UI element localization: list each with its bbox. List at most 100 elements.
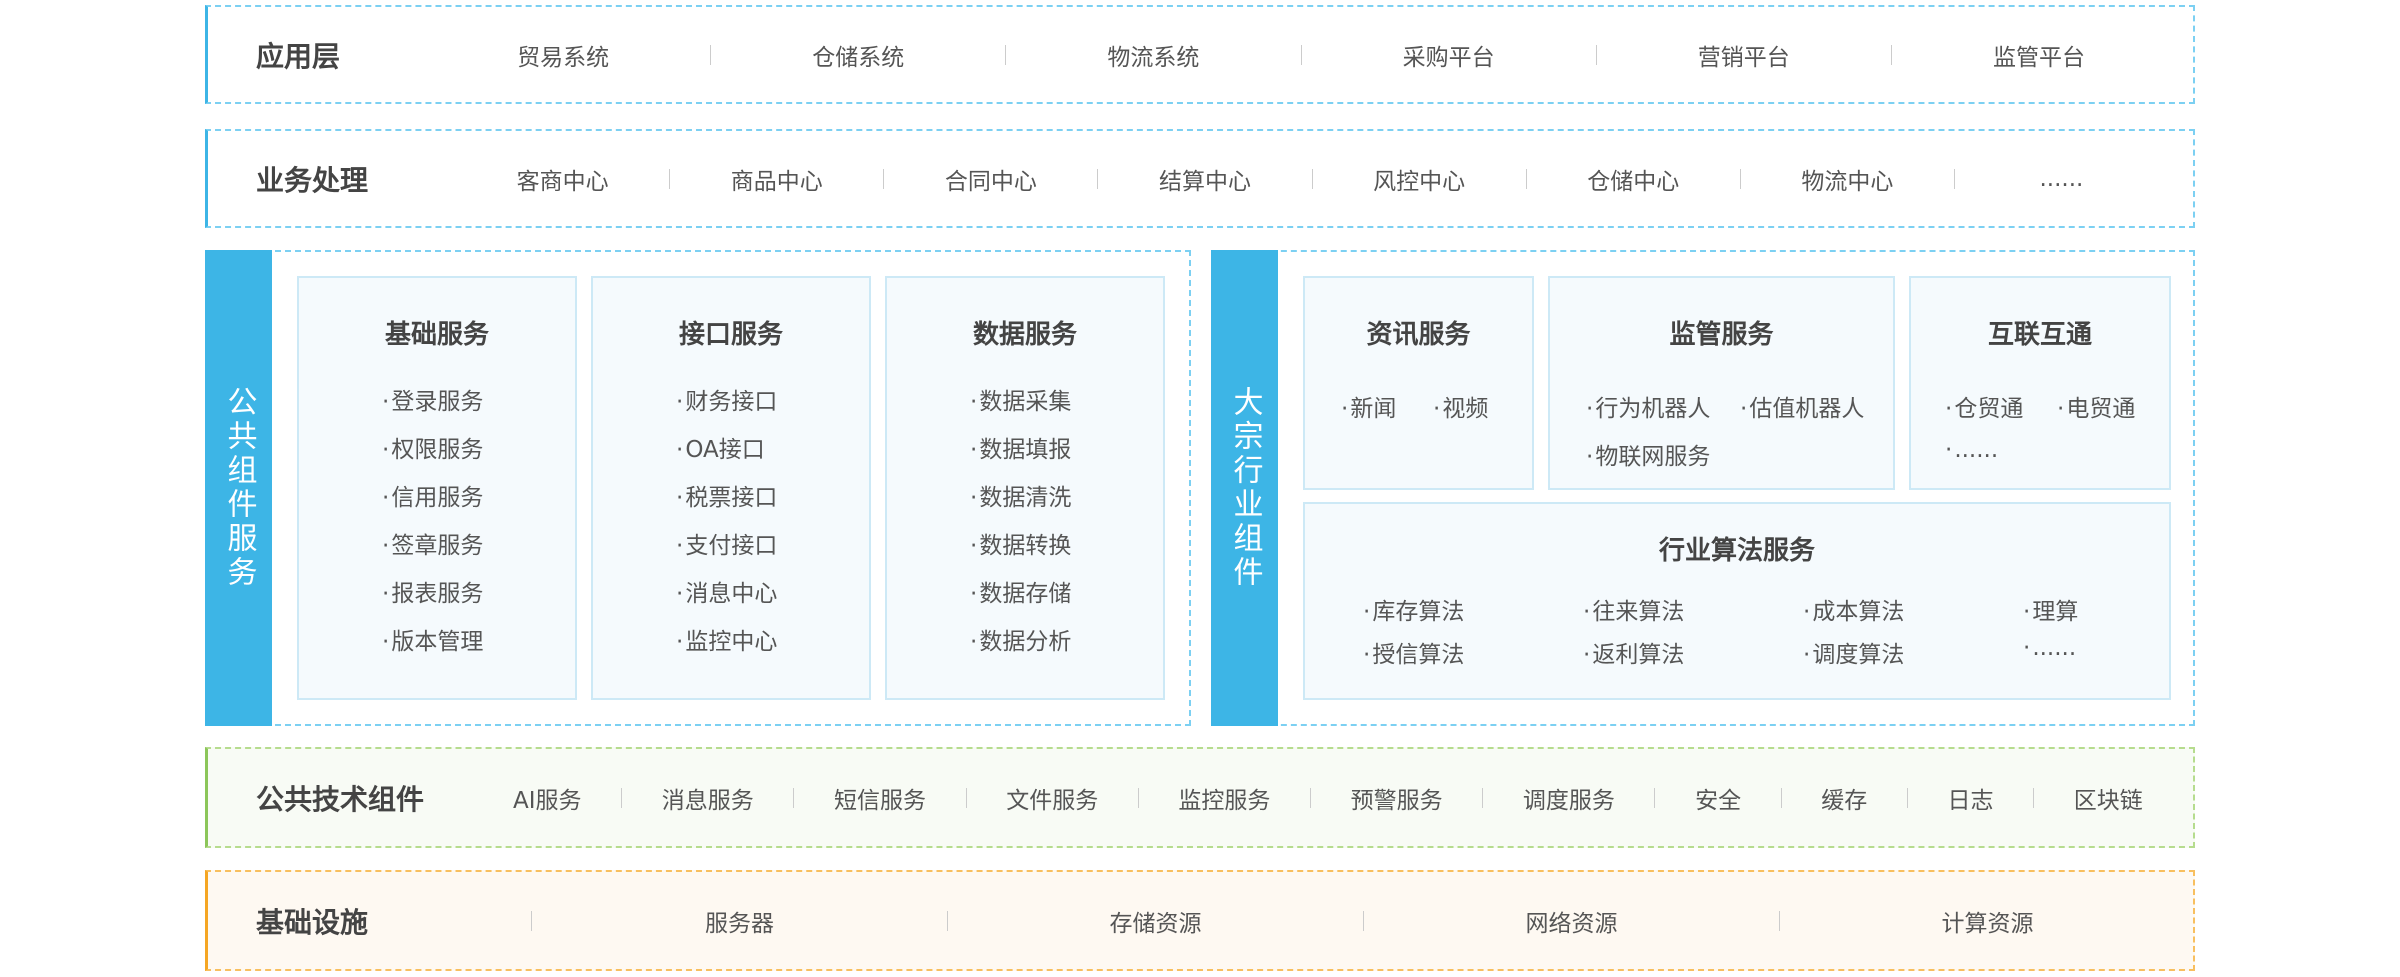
list-item: ......	[1945, 437, 1998, 463]
infrastructure-title: 基础设施	[256, 905, 369, 939]
layer-item: 物流系统	[1107, 44, 1200, 71]
layer-item: 商品中心	[730, 168, 823, 195]
separator	[965, 787, 967, 808]
list-item: 报表服务	[382, 570, 492, 618]
list-item: 数据转换	[970, 522, 1080, 570]
separator	[1654, 787, 1656, 808]
industry-components-label: 大宗行业组件	[1211, 250, 1278, 726]
layer-item: 区块链	[2073, 787, 2143, 814]
list-item: 调度算法	[1803, 635, 1904, 669]
list-item: OA接口	[676, 426, 786, 474]
infrastructure-layer: 基础设施 服务器 存储资源 网络资源 计算资源	[205, 870, 2195, 971]
list-item: 成本算法	[1803, 592, 1904, 626]
layer-item: AI服务	[513, 787, 582, 814]
layer-item: 预警服务	[1350, 787, 1443, 814]
layer-item: 网络资源	[1525, 910, 1618, 937]
industry-components-panel: 大宗行业组件 资讯服务 新闻 视频 监管服务 行为机器人 估值机器人 物联网服务…	[1211, 250, 2195, 726]
layer-item: 仓储中心	[1587, 168, 1680, 195]
layer-item: 计算资源	[1941, 910, 2034, 937]
layer-item: 短信服务	[833, 787, 926, 814]
separator	[947, 910, 948, 931]
layer-item: 服务器	[705, 910, 774, 937]
separator	[621, 787, 623, 808]
layer-item: ......	[2039, 165, 2084, 192]
separator	[1780, 787, 1782, 808]
business-layer: 业务处理 客商中心商品中心合同中心结算中心风控中心仓储中心物流中心......	[205, 129, 2195, 228]
list-item: 数据采集	[970, 378, 1080, 426]
card-title: 监管服务	[1669, 320, 1774, 350]
list-item: 估值机器人	[1740, 389, 1864, 423]
list-item: 往来算法	[1583, 592, 1684, 626]
card-title: 基础服务	[384, 320, 489, 350]
layer-item: 合同中心	[944, 168, 1037, 195]
list-item: 权限服务	[382, 426, 492, 474]
service-card: 接口服务财务接口OA接口税票接口支付接口消息中心监控中心	[591, 276, 871, 700]
list-item: 登录服务	[382, 378, 492, 426]
business-layer-title: 业务处理	[256, 163, 369, 197]
card-title: 数据服务	[972, 320, 1077, 350]
service-card: 数据服务数据采集数据填报数据清洗数据转换数据存储数据分析	[885, 276, 1165, 700]
separator	[1525, 168, 1527, 189]
layer-item: 消息服务	[661, 787, 754, 814]
layer-item: 安全	[1695, 787, 1742, 814]
separator	[1363, 910, 1364, 931]
separator	[1890, 44, 1892, 65]
list-item: 新闻	[1341, 389, 1396, 423]
service-list: 财务接口OA接口税票接口支付接口消息中心监控中心	[593, 378, 869, 666]
separator	[1311, 168, 1313, 189]
list-item: 数据分析	[970, 618, 1080, 666]
tech-components-layer: 公共技术组件 AI服务消息服务短信服务文件服务监控服务预警服务调度服务安全缓存日…	[205, 747, 2195, 848]
app-layer: 应用层 贸易系统仓储系统物流系统采购平台营销平台监管平台	[205, 5, 2195, 104]
layer-item: 物流中心	[1801, 168, 1894, 195]
layer-item: 仓储系统	[812, 44, 905, 71]
public-components-panel: 公共组件服务 基础服务登录服务权限服务信用服务签章服务报表服务版本管理接口服务财…	[205, 250, 1191, 726]
list-item: 监控中心	[676, 618, 786, 666]
layer-item: 营销平台	[1697, 44, 1790, 71]
service-card: 基础服务登录服务权限服务信用服务签章服务报表服务版本管理	[297, 276, 577, 700]
separator	[1779, 910, 1780, 931]
list-item: 消息中心	[676, 570, 786, 618]
separator	[710, 44, 712, 65]
separator	[1137, 787, 1139, 808]
layer-item: 监控服务	[1178, 787, 1271, 814]
layer-item: 文件服务	[1006, 787, 1099, 814]
algorithm-service-card: 行业算法服务 库存算法往来算法成本算法理算授信算法返利算法调度算法......	[1303, 502, 2171, 700]
layer-item: 日志	[1947, 787, 1994, 814]
layer-item: 贸易系统	[517, 44, 610, 71]
list-item: 授信算法	[1363, 635, 1464, 669]
list-item: 信用服务	[382, 474, 492, 522]
layer-item: 采购平台	[1402, 44, 1495, 71]
list-item: 返利算法	[1583, 635, 1684, 669]
separator	[793, 787, 795, 808]
news-service-card: 资讯服务 新闻 视频	[1303, 276, 1534, 490]
card-title: 接口服务	[678, 320, 783, 350]
separator	[2033, 787, 2035, 808]
separator	[1300, 44, 1302, 65]
separator	[1739, 168, 1741, 189]
list-item: 物联网服务	[1586, 437, 1710, 471]
public-components-label: 公共组件服务	[205, 250, 272, 726]
service-list: 登录服务权限服务信用服务签章服务报表服务版本管理	[299, 378, 575, 666]
layer-item: 存储资源	[1109, 910, 1202, 937]
separator	[1953, 168, 1955, 189]
layer-item: 调度服务	[1522, 787, 1615, 814]
list-item: 数据清洗	[970, 474, 1080, 522]
list-item: 库存算法	[1363, 592, 1464, 626]
list-item: 版本管理	[382, 618, 492, 666]
separator	[1097, 168, 1099, 189]
list-item: 仓贸通	[1945, 389, 2023, 423]
card-title: 资讯服务	[1366, 320, 1471, 350]
supervision-service-card: 监管服务 行为机器人 估值机器人 物联网服务	[1548, 276, 1895, 490]
list-item: 数据填报	[970, 426, 1080, 474]
separator	[883, 168, 885, 189]
card-title: 行业算法服务	[1658, 536, 1815, 566]
separator	[669, 168, 671, 189]
separator	[1310, 787, 1312, 808]
separator	[1482, 787, 1484, 808]
separator	[1595, 44, 1597, 65]
list-item: 支付接口	[676, 522, 786, 570]
tech-components-title: 公共技术组件	[256, 782, 425, 816]
layer-item: 风控中心	[1373, 168, 1466, 195]
list-item: 电贸通	[2057, 389, 2135, 423]
layer-item: 结算中心	[1158, 168, 1251, 195]
